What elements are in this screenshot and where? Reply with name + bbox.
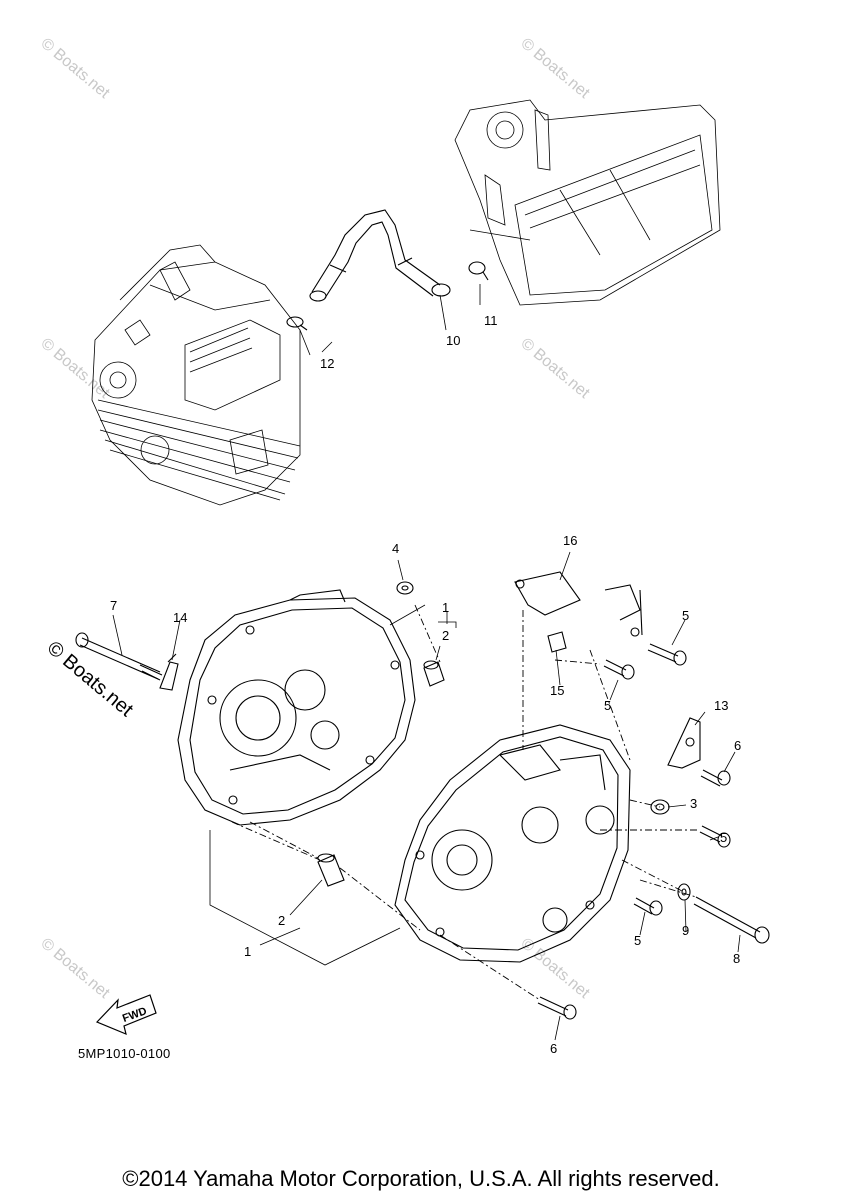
callout-5-lower: 5 bbox=[634, 933, 641, 948]
callout-16: 16 bbox=[563, 533, 577, 548]
callout-numbers: 10 11 12 4 16 7 14 1 2 5 15 5 13 6 3 5 2… bbox=[110, 313, 741, 1056]
brackets-drawing bbox=[159, 571, 701, 769]
watermark-1: © Boats.net bbox=[37, 35, 113, 102]
callout-6-bottom: 6 bbox=[550, 1041, 557, 1056]
callout-2-upper: 2 bbox=[442, 628, 449, 643]
watermarks: © Boats.net © Boats.net © Boats.net © Bo… bbox=[37, 35, 593, 1002]
center-lines bbox=[231, 604, 700, 1001]
air-filter-case-drawing bbox=[454, 99, 721, 306]
bolts-drawing bbox=[75, 632, 770, 1020]
callout-5-right: 5 bbox=[720, 830, 727, 845]
callout-4: 4 bbox=[392, 541, 399, 556]
dowel-pins-drawing bbox=[317, 581, 445, 887]
callout-1-lower: 1 bbox=[244, 944, 251, 959]
callout-7: 7 bbox=[110, 598, 117, 613]
hose-clips-drawing bbox=[286, 261, 489, 331]
callout-9: 9 bbox=[682, 923, 689, 938]
callout-15: 15 bbox=[550, 683, 564, 698]
cylinder-head-drawing bbox=[91, 244, 301, 506]
callout-11: 11 bbox=[484, 313, 498, 328]
callout-2-lower: 2 bbox=[278, 913, 285, 928]
callout-12: 12 bbox=[320, 356, 334, 371]
watermark-4: © Boats.net bbox=[517, 335, 593, 402]
diagram-reference-code: 5MP1010-0100 bbox=[78, 1046, 171, 1061]
crankcase-right-drawing bbox=[394, 724, 631, 963]
callout-3: 3 bbox=[690, 796, 697, 811]
callout-10: 10 bbox=[446, 333, 460, 348]
fwd-arrow: FWD bbox=[95, 994, 157, 1036]
leader-lines bbox=[112, 284, 741, 1041]
watermark-5: © Boats.net bbox=[37, 935, 113, 1002]
callout-8: 8 bbox=[733, 951, 740, 966]
breather-hose-drawing bbox=[309, 209, 451, 302]
callout-5-top: 5 bbox=[682, 608, 689, 623]
watermark-3: © Boats.net bbox=[37, 335, 113, 402]
watermark-2: © Boats.net bbox=[517, 35, 593, 102]
callout-14: 14 bbox=[173, 610, 187, 625]
callout-13: 13 bbox=[714, 698, 728, 713]
callout-1-upper: 1 bbox=[442, 600, 449, 615]
copyright-notice: ©2014 Yamaha Motor Corporation, U.S.A. A… bbox=[122, 1166, 720, 1191]
crankcase-left-drawing bbox=[177, 589, 416, 826]
callout-6-right: 6 bbox=[734, 738, 741, 753]
callout-5-mid: 5 bbox=[604, 698, 611, 713]
